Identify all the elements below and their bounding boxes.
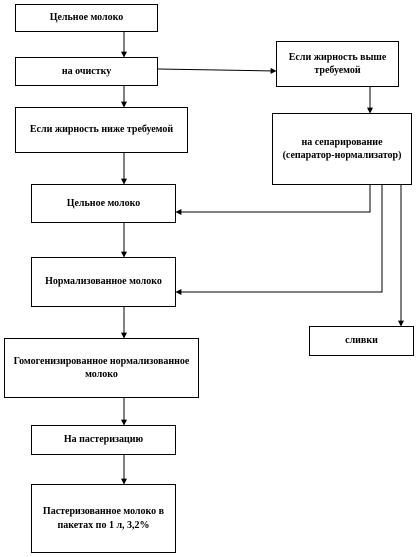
node-cream: сливки [309, 326, 414, 356]
arrow-cleaning-to-fat-higher [157, 67, 277, 74]
node-cleaning: на очистку [15, 57, 158, 86]
arrow-separation-to-whole-milk [175, 185, 371, 215]
node-fat-lower: Если жирность ниже требуемой [15, 107, 188, 153]
node-pasteurization: На пастеризацию [31, 425, 176, 455]
arrow-separation-to-normalized [175, 185, 383, 295]
node-whole-milk-mid: Цельное молоко [31, 184, 176, 223]
node-homogenized: Гомогенизированное нормализованное молок… [4, 338, 199, 398]
node-separation: на сепарирование (сепаратор-нормализатор… [272, 113, 412, 185]
node-whole-milk-top: Цельное молоко [15, 4, 158, 32]
node-normalized: Нормализованное молоко [31, 257, 176, 307]
node-pasteurized: Пастеризованное молоко в пакетах по 1 л,… [31, 484, 176, 553]
node-fat-higher: Если жирность выше требуемой [276, 41, 399, 87]
